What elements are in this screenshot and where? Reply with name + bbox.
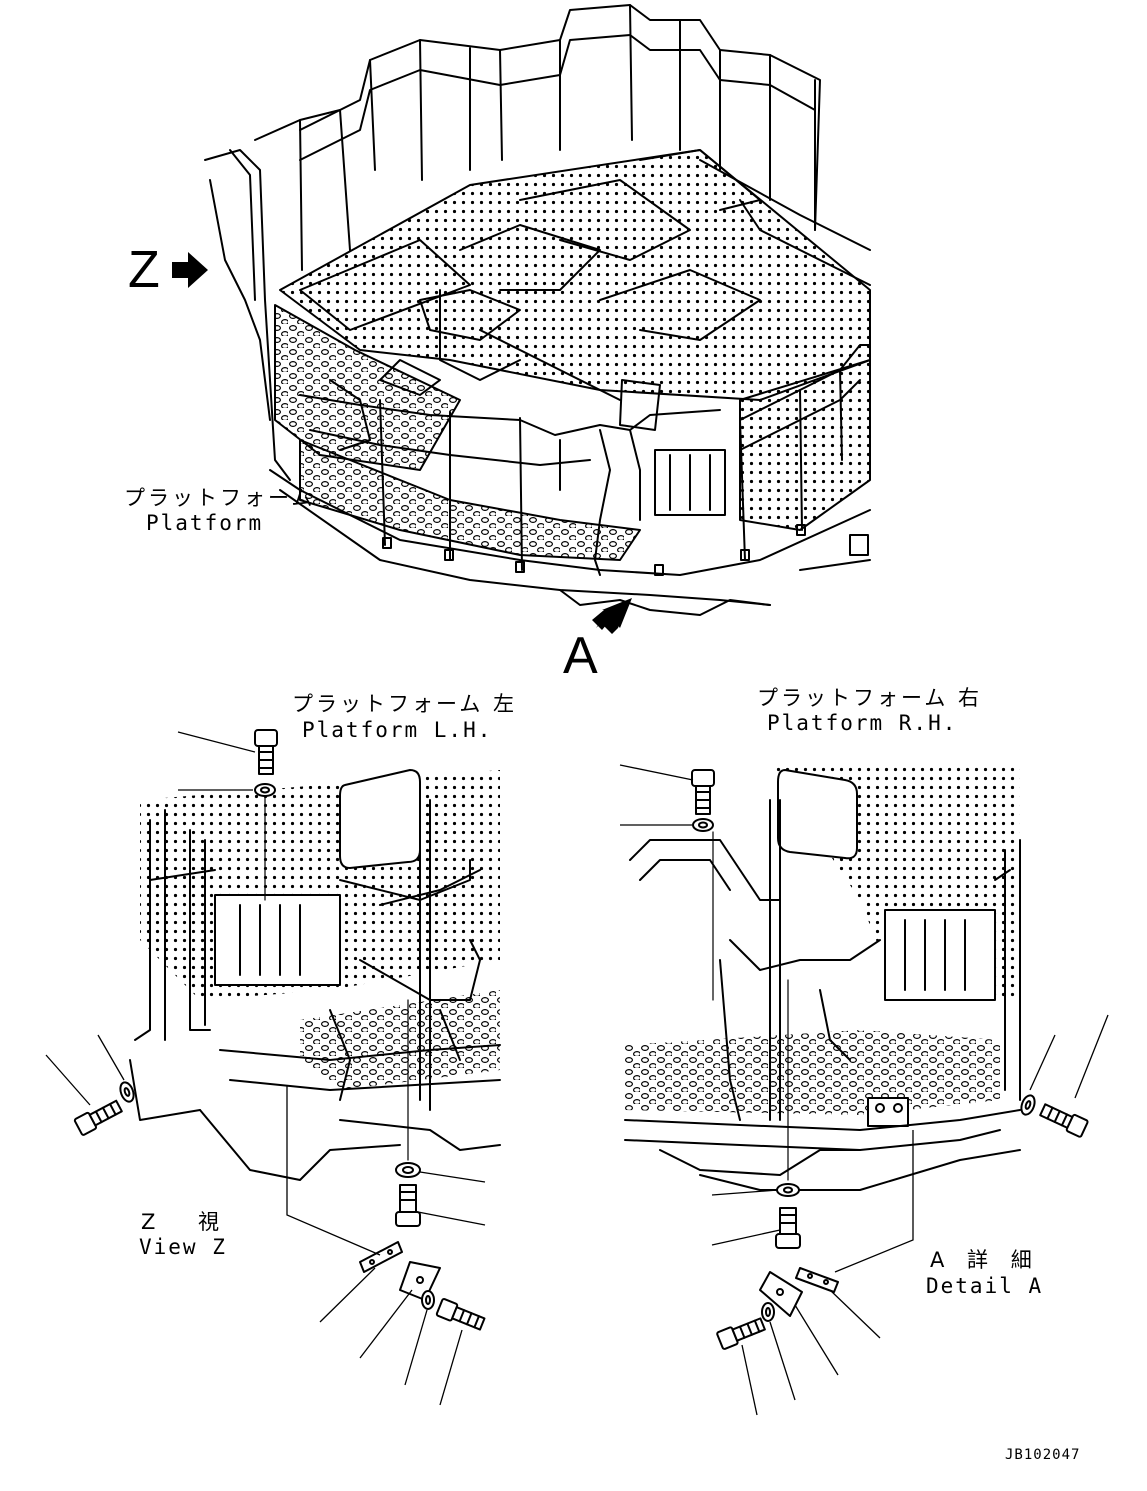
detail-a-holed-grating: [625, 1030, 1000, 1115]
view-z-side-bolt: [73, 1081, 135, 1136]
detail-a-side-bolt: [1020, 1094, 1089, 1138]
view-z-top-bolt: [254, 729, 278, 901]
platform-lh-label-en: Platform L.H.: [302, 718, 493, 742]
left-walkway-grating: [274, 304, 461, 471]
view-z-cooler: [214, 894, 341, 986]
view-z-bottom-bolt: [395, 999, 421, 1227]
platform-label-jp: プラットフォーム: [124, 486, 316, 510]
cooler-unit: [654, 449, 726, 516]
front-walkway-grating: [299, 439, 641, 561]
right-walkway-grating: [739, 359, 871, 531]
view-z-bracket-hardware: [359, 1241, 486, 1331]
view-z-leaders: [45, 731, 486, 1406]
detail-a-cooler: [884, 909, 996, 1001]
view-z-label-en: View Z: [139, 1235, 227, 1259]
rear-handrail: [299, 4, 821, 231]
platform-lh-label-jp: プラットフォーム 左: [292, 692, 518, 716]
view-z-detail: [73, 729, 501, 1331]
detail-a-top-bolt: [691, 769, 715, 1001]
detail-a-leaders: [619, 764, 1109, 1416]
detail-a-label-jp: A 詳 細: [930, 1248, 1040, 1272]
left-ladder-handrail: [204, 149, 291, 481]
view-z-label-jp: Z 視: [141, 1210, 238, 1234]
detail-a-mirror: [777, 769, 858, 860]
platform-overview: [204, 4, 871, 616]
view-z-holed-grating: [300, 990, 500, 1090]
platform-rh-label-en: Platform R.H.: [767, 711, 958, 735]
view-z-mirror: [339, 769, 421, 869]
rear-view-mirror: [619, 379, 661, 431]
detail-a: [624, 765, 1089, 1350]
z-view-marker: Z: [128, 241, 160, 299]
arrow-right-icon: [172, 252, 208, 288]
platform-label-en: Platform: [146, 511, 264, 535]
front-handrail: [299, 394, 721, 436]
drawing-code: JB102047: [1005, 1447, 1081, 1463]
base-mounts: [382, 524, 806, 576]
arrow-up-right-icon: [592, 598, 632, 634]
a-detail-marker: A: [563, 627, 598, 685]
platform-rh-label-jp: プラットフォーム 右: [757, 686, 983, 710]
detail-a-label-en: Detail A: [926, 1274, 1044, 1298]
detail-a-clamp: [867, 1097, 909, 1127]
detail-a-bracket-hardware: [716, 1267, 839, 1350]
